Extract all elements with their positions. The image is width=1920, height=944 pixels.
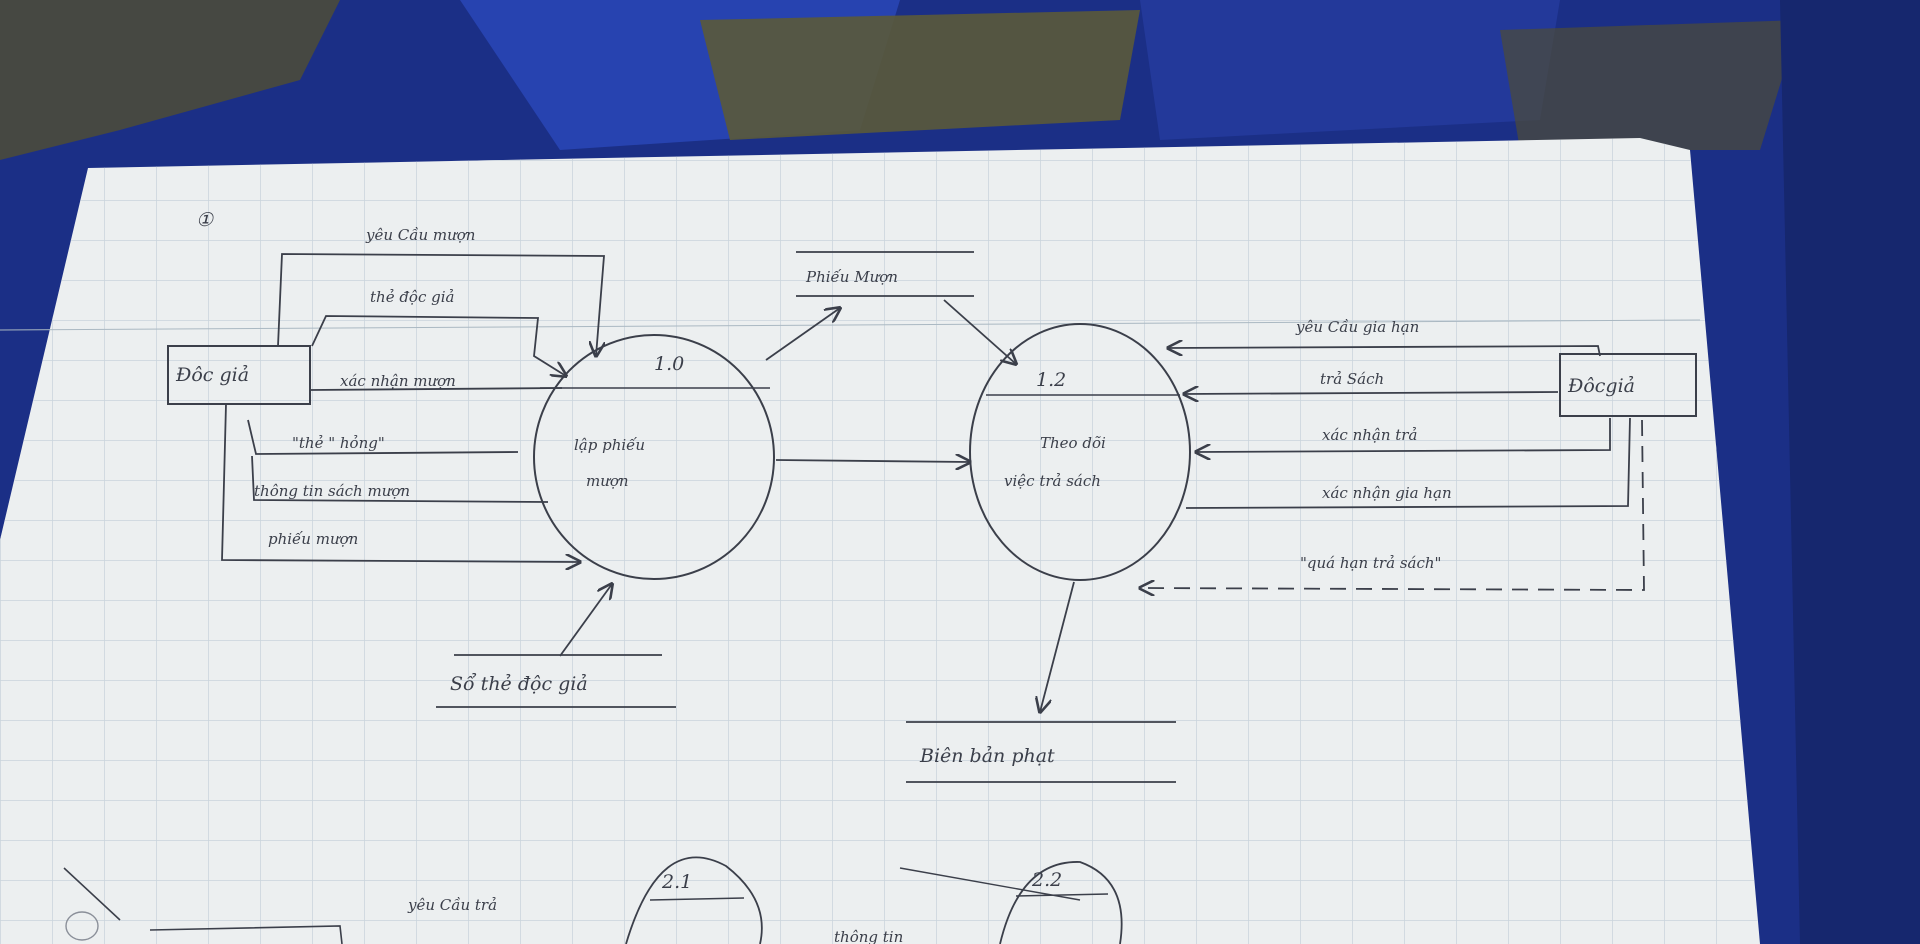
process-1-2-line2: việc trả sách — [1004, 472, 1101, 490]
entity-left-label: Đôc giả — [175, 364, 249, 386]
store-phieu-muon-label: Phiếu Mượn — [805, 268, 898, 286]
store-so-the-label: Sổ thẻ độc giả — [450, 673, 588, 695]
flow-to-store-phieu — [765, 308, 840, 361]
label-the-hong: "thẻ " hỏng" — [292, 434, 385, 452]
flow-from-so-the — [559, 584, 612, 657]
flow-the-hong — [247, 419, 519, 455]
flow-phieu-muon-return — [221, 403, 580, 562]
page-number: ① — [196, 209, 214, 231]
process-1-0-line2: mượn — [586, 472, 629, 490]
process-2-2-id: 2.2 — [1031, 869, 1062, 891]
flow-labels: yêu Cầu mượn thẻ độc giả xác nhận mượn "… — [254, 226, 1452, 572]
flows-right — [1140, 346, 1645, 590]
flow-store-to-p2 — [943, 299, 1016, 364]
label-yeu-cau-tra: yêu Cầu trả — [407, 896, 497, 914]
store-bien-ban-label: Biên bản phạt — [919, 745, 1055, 767]
label-the-doc-gia: thẻ độc giả — [370, 288, 454, 306]
flow-the-doc-gia — [311, 315, 566, 376]
label-phieu-muon: phiếu mượn — [268, 530, 358, 548]
flow-yeu-cau-muon — [277, 253, 604, 356]
process-1-0-line1: lập phiếu — [574, 436, 645, 454]
flow-xac-nhan-muon — [309, 387, 563, 391]
flow-thong-tin-sach — [251, 455, 549, 503]
label-qua-han: "quá hạn trả sách" — [1300, 554, 1441, 572]
process-1-2-line1: Theo dõi — [1040, 434, 1106, 452]
label-tra-sach: trả Sách — [1320, 370, 1384, 388]
process-2-1-id: 2.1 — [661, 871, 692, 893]
label-yeu-cau-gia-han: yêu Cầu gia hạn — [1295, 318, 1419, 336]
entity-right: Đôcgiả — [1559, 353, 1697, 417]
flows-left — [221, 253, 1075, 712]
store-so-the-doc-gia: Sổ thẻ độc giả — [436, 654, 676, 708]
process-1-2: 1.2 Theo dõi việc trả sách — [969, 323, 1191, 581]
label-thong-tin-sach: thông tin sách mượn — [254, 482, 410, 500]
label-yeu-cau-muon: yêu Cầu mượn — [365, 226, 475, 244]
notebook-paper — [0, 138, 1760, 944]
flow-tra-sach — [1184, 392, 1559, 394]
flow-p2-to-bien-ban — [1040, 581, 1075, 712]
flow-yeu-cau-gia-han — [1168, 346, 1601, 357]
diagram-2-partial: yêu Cầu trả 2.1 thông tin 2.2 — [63, 856, 1123, 944]
label-xac-nhan-gia-han: xác nhận gia hạn — [1322, 484, 1452, 502]
entity-right-label: Đôcgiả — [1567, 375, 1635, 397]
label-xac-nhan-tra: xác nhận trả — [1322, 426, 1417, 444]
store-phieu-muon: Phiếu Mượn — [796, 251, 974, 297]
process-1-0-id: 1.0 — [654, 353, 684, 375]
flow-p1-to-p2 — [775, 460, 970, 462]
label-thong-tin: thông tin — [834, 928, 903, 944]
label-xac-nhan-muon: xác nhận mượn — [340, 372, 456, 390]
entity-left: Đôc giả — [167, 345, 311, 405]
flow-xac-nhan-gia-han — [1185, 417, 1631, 509]
flow-xac-nhan-tra — [1196, 418, 1611, 452]
flow-qua-han — [1140, 419, 1645, 590]
process-1-2-id: 1.2 — [1036, 369, 1066, 391]
process-1-0: 1.0 lập phiếu mượn — [533, 334, 775, 580]
store-bien-ban-phat: Biên bản phạt — [906, 721, 1176, 783]
